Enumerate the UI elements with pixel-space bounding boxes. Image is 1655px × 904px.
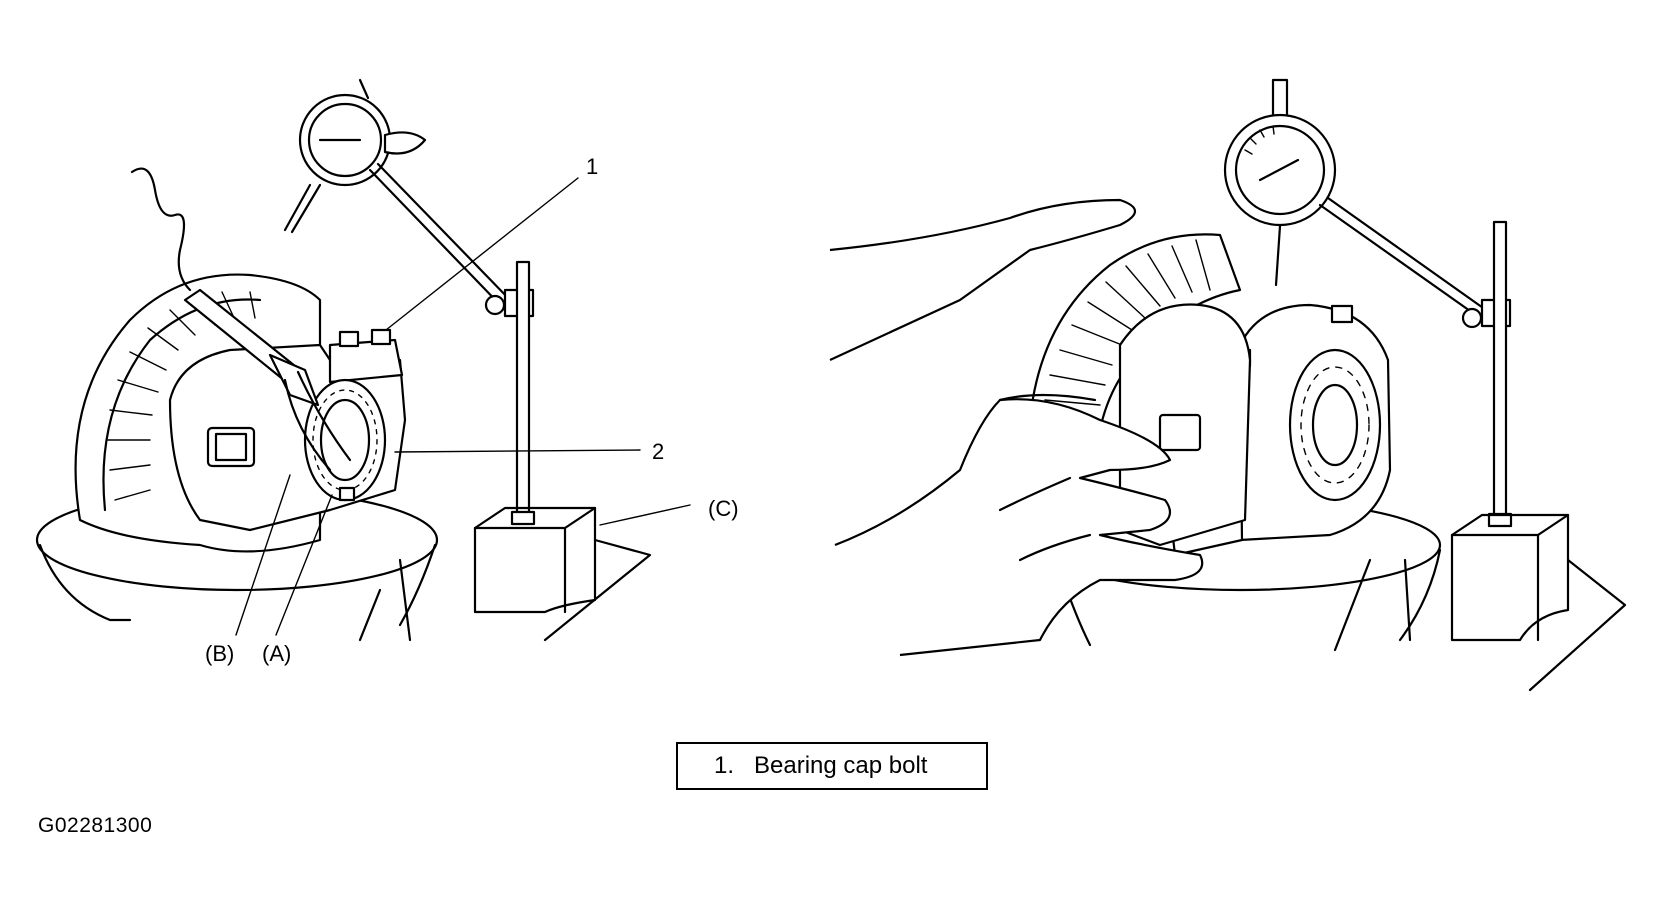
right-differential-case	[1118, 303, 1252, 547]
left-differential-case	[168, 328, 407, 532]
right-dial-indicator	[1223, 78, 1512, 329]
right-magnetic-stand	[1450, 220, 1627, 692]
left-magnetic-stand	[473, 260, 652, 642]
left-leader-lines	[235, 177, 691, 636]
callout-b: (B)	[205, 641, 235, 666]
right-illustration	[829, 78, 1627, 692]
legend-box: 1. Bearing cap bolt	[676, 742, 988, 790]
right-hands	[829, 198, 1204, 657]
left-dial-indicator	[283, 78, 535, 318]
legend-item-text: Bearing cap bolt	[754, 752, 928, 779]
left-wire	[130, 167, 192, 292]
callout-2: 2	[652, 439, 665, 464]
callout-c: (C)	[708, 496, 739, 521]
callout-1: 1	[586, 154, 599, 179]
callout-a: (A)	[262, 641, 292, 666]
left-illustration	[35, 78, 691, 642]
figure-code: G02281300	[38, 814, 153, 837]
legend-item-number: 1.	[714, 752, 735, 779]
left-adjusting-tool	[183, 288, 352, 472]
